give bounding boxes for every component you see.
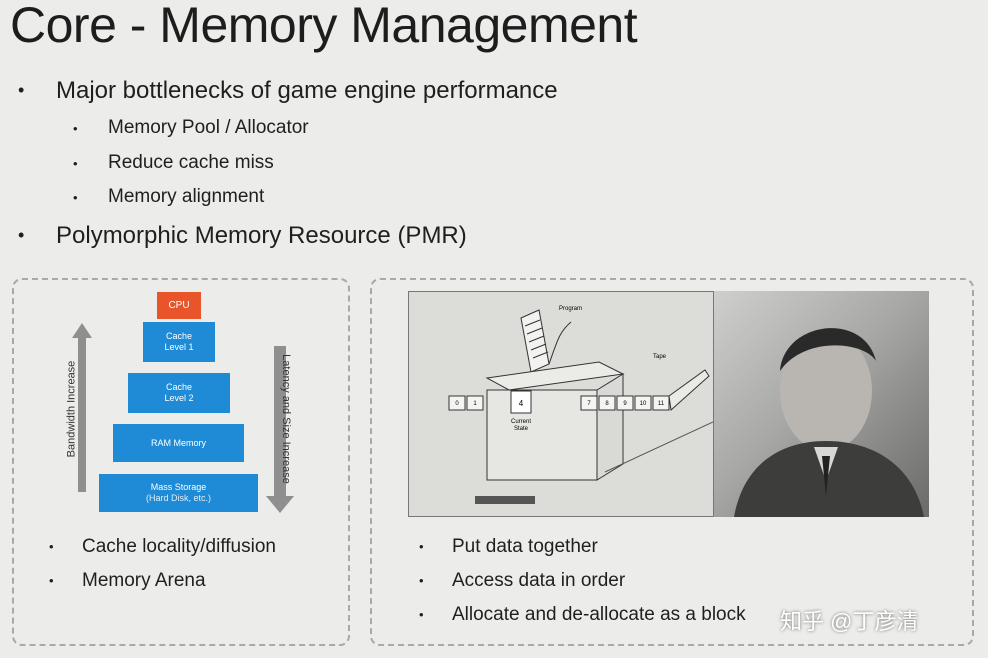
zhihu-watermark: 知乎 @丁彦清	[780, 609, 919, 634]
tape-cell-label: 1	[473, 401, 477, 407]
pyramid-label: Cache	[165, 331, 192, 341]
sub-bullet-alignment: •Memory alignment	[73, 186, 265, 207]
cache-locality-bullet: •Cache locality/diffusion	[49, 536, 276, 557]
latency-size-increase-label: Latency and Size Increase	[279, 354, 292, 484]
pyramid-label: Cache	[165, 382, 192, 392]
machine-top	[485, 361, 625, 391]
bandwidth-increase-label: Bandwidth Increase	[65, 360, 78, 458]
alan-turing-photo	[714, 291, 929, 517]
current-state-label: Current	[511, 419, 531, 425]
tape-label: Tape	[653, 354, 667, 360]
tape-cell-label: 7	[587, 401, 591, 407]
current-state-label: State	[514, 426, 529, 432]
bullet-text: Major bottlenecks of game engine perform…	[56, 77, 558, 104]
bullet-text: Memory Pool / Allocator	[108, 117, 309, 138]
bullet-text: Cache locality/diffusion	[82, 536, 276, 557]
pyramid-cache-l2: Cache Level 2	[128, 373, 230, 413]
latency-down-arrow	[266, 346, 294, 513]
sub-bullet-memory-pool: •Memory Pool / Allocator	[73, 117, 309, 138]
bullet-major-bottlenecks: •Major bottlenecks of game engine perfor…	[18, 77, 558, 104]
bullet-pmr: •Polymorphic Memory Resource (PMR)	[18, 222, 467, 249]
program-label: Program	[559, 306, 582, 312]
tape-cell-label: 0	[455, 401, 459, 407]
put-data-together-bullet: •Put data together	[419, 536, 598, 557]
current-state-box	[510, 390, 532, 414]
bullet-text: Memory Arena	[82, 570, 206, 591]
pyramid-label: Mass Storage	[150, 482, 207, 492]
sub-bullet-cache-miss: •Reduce cache miss	[73, 152, 274, 173]
bullet-text: Allocate and de-allocate as a block	[452, 604, 746, 625]
turing-machine-drawing: 4 Current State 0 1 7 8 9 10 11 Program …	[448, 306, 713, 504]
pyramid-ram: RAM Memory	[113, 424, 244, 462]
bullet-text: Put data together	[452, 536, 598, 557]
pyramid-label: RAM Memory	[150, 437, 206, 448]
floor-slot	[475, 496, 535, 504]
bullet-text: Memory alignment	[108, 186, 265, 207]
pyramid-label: (Hard Disk, etc.)	[145, 493, 211, 503]
portrait-icon	[734, 328, 924, 517]
turing-panel	[370, 278, 974, 646]
bullet-text: Reduce cache miss	[108, 152, 274, 173]
pyramid-cpu-label: CPU	[168, 300, 190, 311]
machine-front	[486, 389, 598, 481]
bandwidth-up-arrow	[72, 323, 92, 492]
turing-machine-diagram: 4 Current State 0 1 7 8 9 10 11 Program …	[408, 291, 714, 517]
pyramid-storage: Mass Storage (Hard Disk, etc.)	[99, 474, 258, 512]
pyramid-label: Level 2	[164, 393, 194, 403]
program-strip	[520, 309, 550, 373]
pyramid-cache-l1: Cache Level 1	[143, 322, 215, 362]
pyramid-label: Level 1	[164, 342, 194, 352]
pyramid-cpu: CPU	[157, 292, 201, 319]
tape-cell-label: 11	[658, 401, 665, 407]
tape-right: 7 8 9 10 11	[580, 369, 710, 411]
tape-left: 0 1	[448, 395, 484, 411]
tape-cell-label: 8	[605, 401, 609, 407]
current-state-value: 4	[519, 399, 524, 408]
memory-hierarchy-panel	[12, 278, 350, 646]
access-data-in-order-bullet: •Access data in order	[419, 570, 626, 591]
floor-line	[604, 421, 713, 473]
tape-cell-label: 10	[640, 401, 647, 407]
tape-cell-label: 9	[623, 401, 627, 407]
memory-arena-bullet: •Memory Arena	[49, 570, 206, 591]
bullet-text: Access data in order	[452, 570, 626, 591]
machine-side	[596, 373, 624, 481]
allocate-block-bullet: •Allocate and de-allocate as a block	[419, 604, 746, 625]
bullet-text: Polymorphic Memory Resource (PMR)	[56, 222, 467, 249]
slide-title: Core - Memory Management	[10, 0, 638, 53]
